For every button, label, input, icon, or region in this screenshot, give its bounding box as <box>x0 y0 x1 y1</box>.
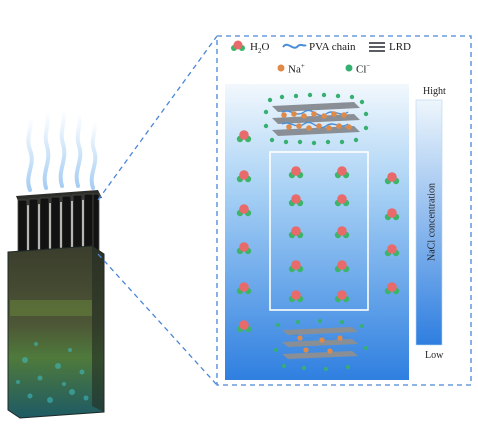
legend-lrd-label: LRD <box>389 41 411 53</box>
water-molecule-icon <box>288 260 304 273</box>
water-molecule-icon <box>288 290 304 303</box>
sodium-text: Na <box>288 63 301 76</box>
chloride-ion-icon <box>345 64 353 72</box>
water-molecule-icon <box>334 194 350 207</box>
bar-title: NaCl concentration <box>426 182 438 262</box>
sodium-ion-icon <box>277 64 285 72</box>
concentration-bar <box>415 99 443 346</box>
legend-pva-label: PVA chain <box>309 41 356 53</box>
evaporator-icon <box>7 108 105 419</box>
water-molecule-icon <box>236 204 252 217</box>
water-molecule-icon <box>288 226 304 239</box>
inner-channel <box>269 151 369 311</box>
chloride-sup: − <box>366 62 371 70</box>
water-molecule-icon <box>384 208 400 221</box>
water-texture <box>16 342 89 403</box>
water-sub: 2 <box>257 47 262 56</box>
water-h: H <box>250 41 258 53</box>
bar-high-label: Hight <box>423 86 446 97</box>
water-molecule-icon <box>236 170 252 183</box>
water-molecule-icon <box>288 166 304 179</box>
legend-water-label: H2O <box>250 42 269 55</box>
water-o: O <box>261 41 270 53</box>
bar-low-label: Low <box>425 350 444 361</box>
water-molecule-icon <box>236 320 252 333</box>
water-molecule-icon <box>236 130 252 143</box>
sodium-ions-bottom <box>297 335 343 354</box>
water-molecule-icon <box>334 226 350 239</box>
sodium-ions-top <box>281 111 352 131</box>
chloride-ions-top <box>263 92 369 146</box>
pva-chain-icon <box>282 43 307 49</box>
chloride-text: Cl <box>356 63 367 76</box>
water-molecule-icon <box>231 40 245 51</box>
legend-chloride-label: Cl− <box>356 63 370 76</box>
projection-lines <box>97 35 218 386</box>
water-molecule-icon <box>384 244 400 257</box>
water-molecule-icon <box>236 282 252 295</box>
water-molecule-icon <box>288 194 304 207</box>
legend-sodium-label: Na+ <box>288 63 305 76</box>
water-molecule-icon <box>384 282 400 295</box>
chloride-ions-bottom <box>274 319 368 371</box>
lrd-sheet-icon <box>369 42 385 52</box>
lrd-pva-stack-bottom <box>282 327 358 359</box>
water-molecule-icon <box>334 260 350 273</box>
water-molecule-icon <box>236 242 252 255</box>
steam-icon <box>26 108 98 192</box>
water-molecule-icon <box>384 172 400 185</box>
water-molecules <box>236 130 400 333</box>
water-molecule-icon <box>334 166 350 179</box>
lrd-pva-stack-top <box>272 102 360 136</box>
sodium-sup: + <box>300 62 305 70</box>
water-molecule-icon <box>334 290 350 303</box>
